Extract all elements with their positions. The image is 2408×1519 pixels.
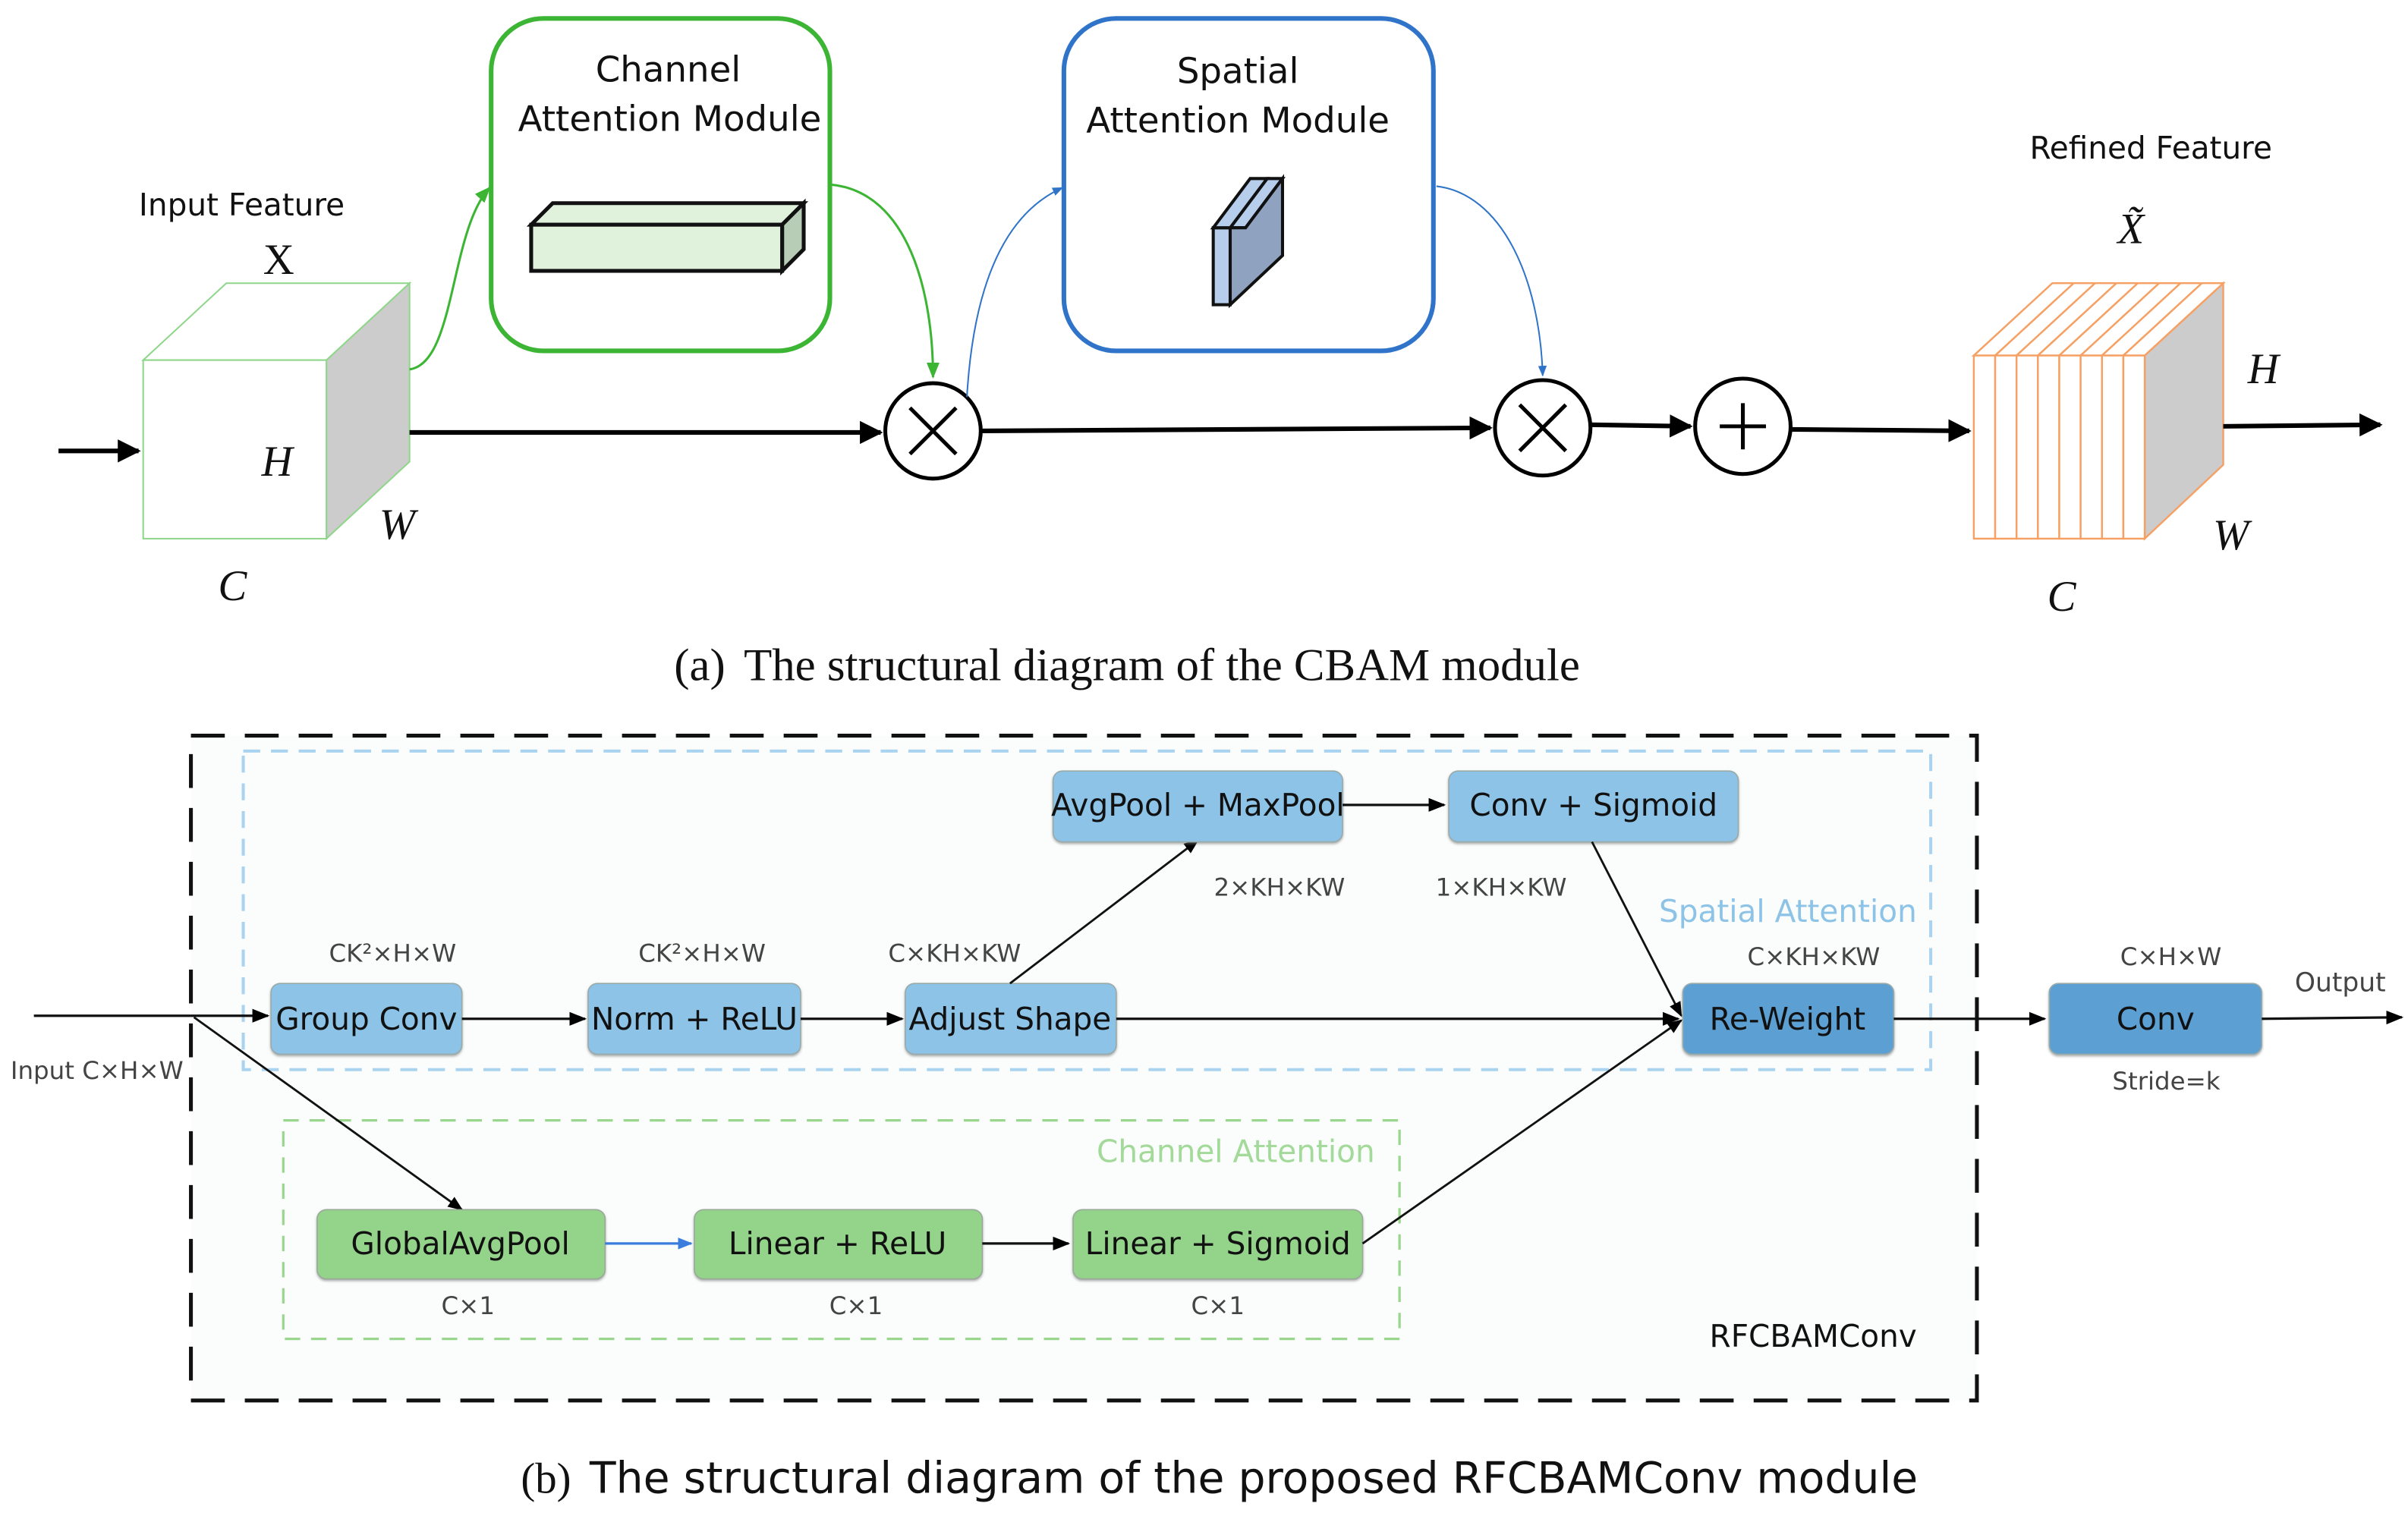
input-dim-h: H [261,438,295,486]
dim-re-weight: C×KH×KW [1747,942,1880,971]
main-flow-2 [981,416,1493,440]
dim-conv: C×H×W [2120,942,2221,971]
input-feature-label: Input Feature [139,187,345,223]
refined-slice-front [1972,354,1997,540]
block-conv: Conv [2048,983,2263,1055]
refined-dim-c: C [2048,573,2077,621]
block-avgpool-maxpool: AvgPool + MaxPool [1051,770,1345,843]
channel-attention-group [282,1119,1401,1341]
spatial-attention-group [241,749,1933,1071]
cube-front-face [142,359,328,539]
refined-slice-front [2101,354,2125,540]
refined-dim-h: H [2247,345,2281,393]
block-global-avg-pool: GlobalAvgPool [316,1209,606,1280]
dim-global-avg-pool: C×1 [442,1291,495,1320]
dim-linear-sigmoid: C×1 [1191,1291,1245,1320]
multiply-node-2 [1493,378,1593,478]
refined-slice-front [2037,354,2060,540]
block-group-conv: Group Conv [270,983,463,1055]
main-flow-4 [1790,419,1972,442]
rfcbam-output-label: Output [2295,967,2386,998]
refined-cube-slices [1971,282,2226,540]
dim-avgpool-maxpool: 2×KH×KW [1213,873,1345,902]
block-conv-sigmoid: Conv + Sigmoid [1448,770,1739,843]
dim-group-conv: CK²×H×W [329,939,456,968]
spatial-attention-module: Spatial Attention Module [1061,16,1436,354]
add-node [1693,376,1793,476]
spatial-branch-arrow-in [966,187,1064,398]
caption-b-tag: (b) [521,1455,571,1503]
linsig-to-reweight-arrow [1361,1019,1683,1245]
spatial-branch-arrow-out [1436,185,1547,377]
caption-b-text: The structural diagram of the proposed R… [589,1454,1918,1504]
block-adjust-shape-label: Adjust Shape [909,1001,1112,1037]
spatial-attention-map-icon [1210,174,1286,309]
conv-to-output-arrow [2262,1010,2404,1025]
dim-adjust-shape: C×KH×KW [888,939,1021,968]
caption-a-tag: (a) [674,640,726,691]
block-adjust-shape: Adjust Shape [905,983,1117,1055]
refined-slice-front [1994,354,2018,540]
input-symbol: X [263,236,294,284]
dim-conv-sigmoid: 1×KH×KW [1436,873,1567,902]
block-conv-sigmoid-label: Conv + Sigmoid [1469,787,1717,823]
input-feature-cube [141,281,412,541]
spatial-module-title-line2: Attention Module [1086,100,1390,141]
convsig-to-reweight-arrow [1591,841,1682,1017]
block-linear-relu-label: Linear + ReLU [729,1225,946,1262]
block-re-weight-label: Re-Weight [1710,1001,1866,1037]
channel-module-title-line1: Channel [596,50,741,91]
channel-module-title-line2: Attention Module [518,99,822,140]
output-arrow [2223,413,2383,437]
caption-a: (a) The structural diagram of the CBAM mo… [674,640,1580,691]
block-linear-sigmoid-label: Linear + Sigmoid [1085,1225,1351,1262]
block-conv-label: Conv [2117,1001,2195,1037]
refined-dim-w: W [2213,511,2252,559]
refined-slice-front [2079,354,2103,540]
adjust-to-pool-arrow [1009,839,1199,985]
refined-slice-front [2015,354,2039,540]
input-dim-c: C [218,562,247,610]
channel-attention-module: Channel Attention Module [489,16,833,354]
refined-slice-front [2058,354,2082,540]
refined-symbol: X̃ [2116,205,2145,253]
refined-feature-label: Refined Feature [2029,130,2271,166]
input-to-gap-arrow [193,1016,464,1211]
channel-branch-arrow-out [831,183,940,379]
block-norm-relu-label: Norm + ReLU [591,1001,798,1037]
refined-feature-cube [1971,281,2226,541]
dim-linear-relu: C×1 [829,1291,883,1320]
caption-a-text: The structural diagram of the CBAM modul… [744,640,1580,691]
spatial-attention-group-label: Spatial Attention [1659,893,1917,929]
block-group-conv-label: Group Conv [275,1001,457,1037]
rfcbam-module-name: RFCBAMConv [1710,1318,1917,1354]
rfcbam-diagram: Spatial Attention Channel Attention Inpu… [11,734,2404,1504]
block-linear-sigmoid: Linear + Sigmoid [1072,1209,1364,1280]
conv-stride-note: Stride=k [2112,1067,2220,1096]
multiply-node-1 [883,381,983,481]
channel-attention-vector-icon [526,198,809,276]
block-re-weight: Re-Weight [1682,983,1895,1055]
cbam-diagram: Input Feature X H W C Channel Attention … [58,16,2383,691]
block-global-avg-pool-label: GlobalAvgPool [351,1225,569,1262]
spatial-module-title-line1: Spatial [1177,52,1299,93]
block-linear-relu: Linear + ReLU [694,1209,984,1280]
input-dim-w: W [379,501,419,549]
main-flow-3 [1590,414,1693,438]
dim-norm-relu: CK²×H×W [638,939,766,968]
caption-b: (b) The structural diagram of the propose… [521,1454,1918,1504]
block-norm-relu: Norm + ReLU [587,983,801,1055]
channel-branch-arrow-in [409,186,491,371]
refined-slice-front [2122,354,2146,540]
channel-attention-group-label: Channel Attention [1097,1133,1375,1169]
rfcbam-input-label: Input C×H×W [11,1056,184,1085]
block-avgpool-maxpool-label: AvgPool + MaxPool [1051,787,1345,823]
